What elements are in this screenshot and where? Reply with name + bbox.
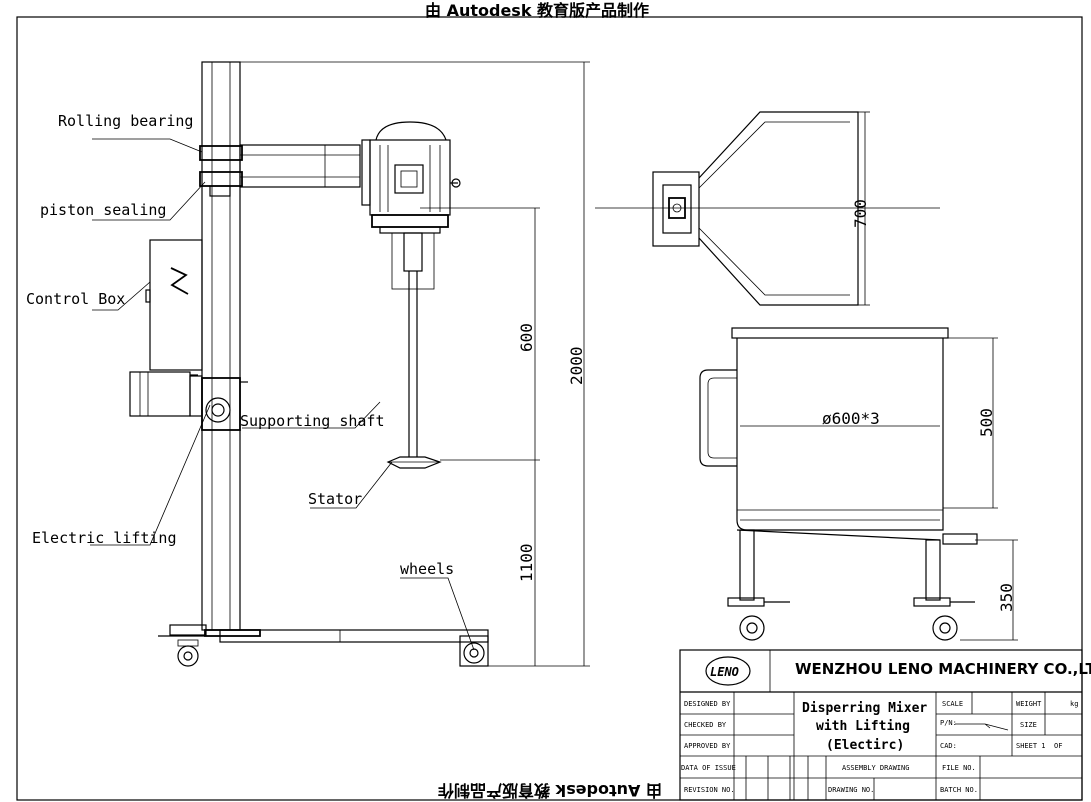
stator-head	[386, 456, 442, 469]
scale-label: SCALE	[942, 700, 963, 708]
tank-outlet	[942, 533, 978, 545]
control-box	[149, 239, 203, 371]
title-block: LENO WENZHOU LENO MACHINERY CO.,LTD DESI…	[679, 649, 1091, 801]
lifting-arm	[239, 144, 361, 188]
drawing-title-line2: with Lifting	[816, 719, 910, 734]
cad-label: CAD:	[940, 742, 957, 750]
revision-no-label: REVISION NO.	[684, 786, 735, 794]
approved-by-label: APPROVED BY	[684, 742, 731, 750]
data-of-issue-label: DATA OF ISSUE	[681, 764, 736, 772]
sheet-border	[16, 16, 1083, 801]
gearbox	[201, 377, 241, 431]
weight-unit: kg	[1070, 700, 1078, 708]
lifting-motor	[129, 371, 191, 417]
front-wheel-right	[463, 642, 485, 664]
dim-diameter: ø600*3	[822, 409, 880, 428]
column	[201, 61, 241, 631]
label-wheels: wheels	[400, 560, 454, 578]
tank-view	[699, 327, 1018, 641]
piston-seal-block	[199, 171, 243, 187]
top-view-arm	[698, 111, 859, 306]
tank-rim	[731, 327, 949, 339]
part-number-label: P/N:	[940, 719, 957, 727]
mixer-motor	[369, 139, 451, 216]
drawing-no-label: DRAWING NO.	[828, 786, 874, 794]
label-control-box: Control Box	[26, 290, 125, 308]
dim-700: 700	[851, 199, 870, 228]
drawing-title-line3: (Electirc)	[826, 738, 904, 753]
tank-body	[736, 338, 944, 531]
checked-by-label: CHECKED BY	[684, 721, 727, 729]
dim-600: 600	[517, 323, 536, 352]
electric-hazard-icon	[170, 267, 189, 295]
watermark-top: 由 Autodesk 教育版产品制作	[425, 1, 649, 20]
dim-1100: 1100	[517, 543, 536, 582]
coupling	[403, 232, 423, 272]
weight-label: WEIGHT	[1016, 700, 1042, 708]
logo-text: LENO	[710, 665, 739, 679]
label-electric-lifting: Electric lifting	[32, 529, 177, 547]
label-supporting-shaft: Supporting shaft	[240, 412, 385, 430]
motor-flange	[371, 214, 449, 228]
dim-2000: 2000	[567, 346, 586, 385]
watermark-bottom: 由 Autodesk 教育版产品制作	[438, 781, 662, 800]
batch-no-label: BATCH NO.	[940, 786, 978, 794]
label-piston-sealing: piston sealing	[40, 201, 166, 219]
part-number-sketch	[955, 723, 1009, 731]
size-label: SIZE	[1020, 721, 1037, 729]
tank-handle	[699, 369, 737, 467]
front-wheel-left	[177, 645, 199, 667]
tank-wheel-left	[739, 615, 765, 641]
top-view	[595, 111, 940, 306]
tank-wheel-right	[932, 615, 958, 641]
rolling-bearing-block	[199, 145, 243, 161]
label-stator: Stator	[308, 490, 362, 508]
drawing-title-line1: Disperring Mixer	[802, 701, 927, 716]
designed-by-label: DESIGNED BY	[684, 700, 731, 708]
label-rolling-bearing: Rolling bearing	[58, 112, 193, 130]
front-view	[90, 61, 590, 667]
sheet-of-label: OF	[1054, 742, 1062, 750]
dim-350: 350	[997, 583, 1016, 612]
top-view-column	[652, 171, 700, 247]
company-name: WENZHOU LENO MACHINERY CO.,LTD	[795, 660, 1091, 678]
dim-500: 500	[977, 408, 996, 437]
company-logo	[705, 656, 751, 686]
file-no-label: FILE NO.	[942, 764, 976, 772]
assembly-drawing-label: ASSEMBLY DRAWING	[842, 764, 909, 772]
terminal-box	[394, 164, 424, 194]
sheet-label: SHEET 1	[1016, 742, 1046, 750]
